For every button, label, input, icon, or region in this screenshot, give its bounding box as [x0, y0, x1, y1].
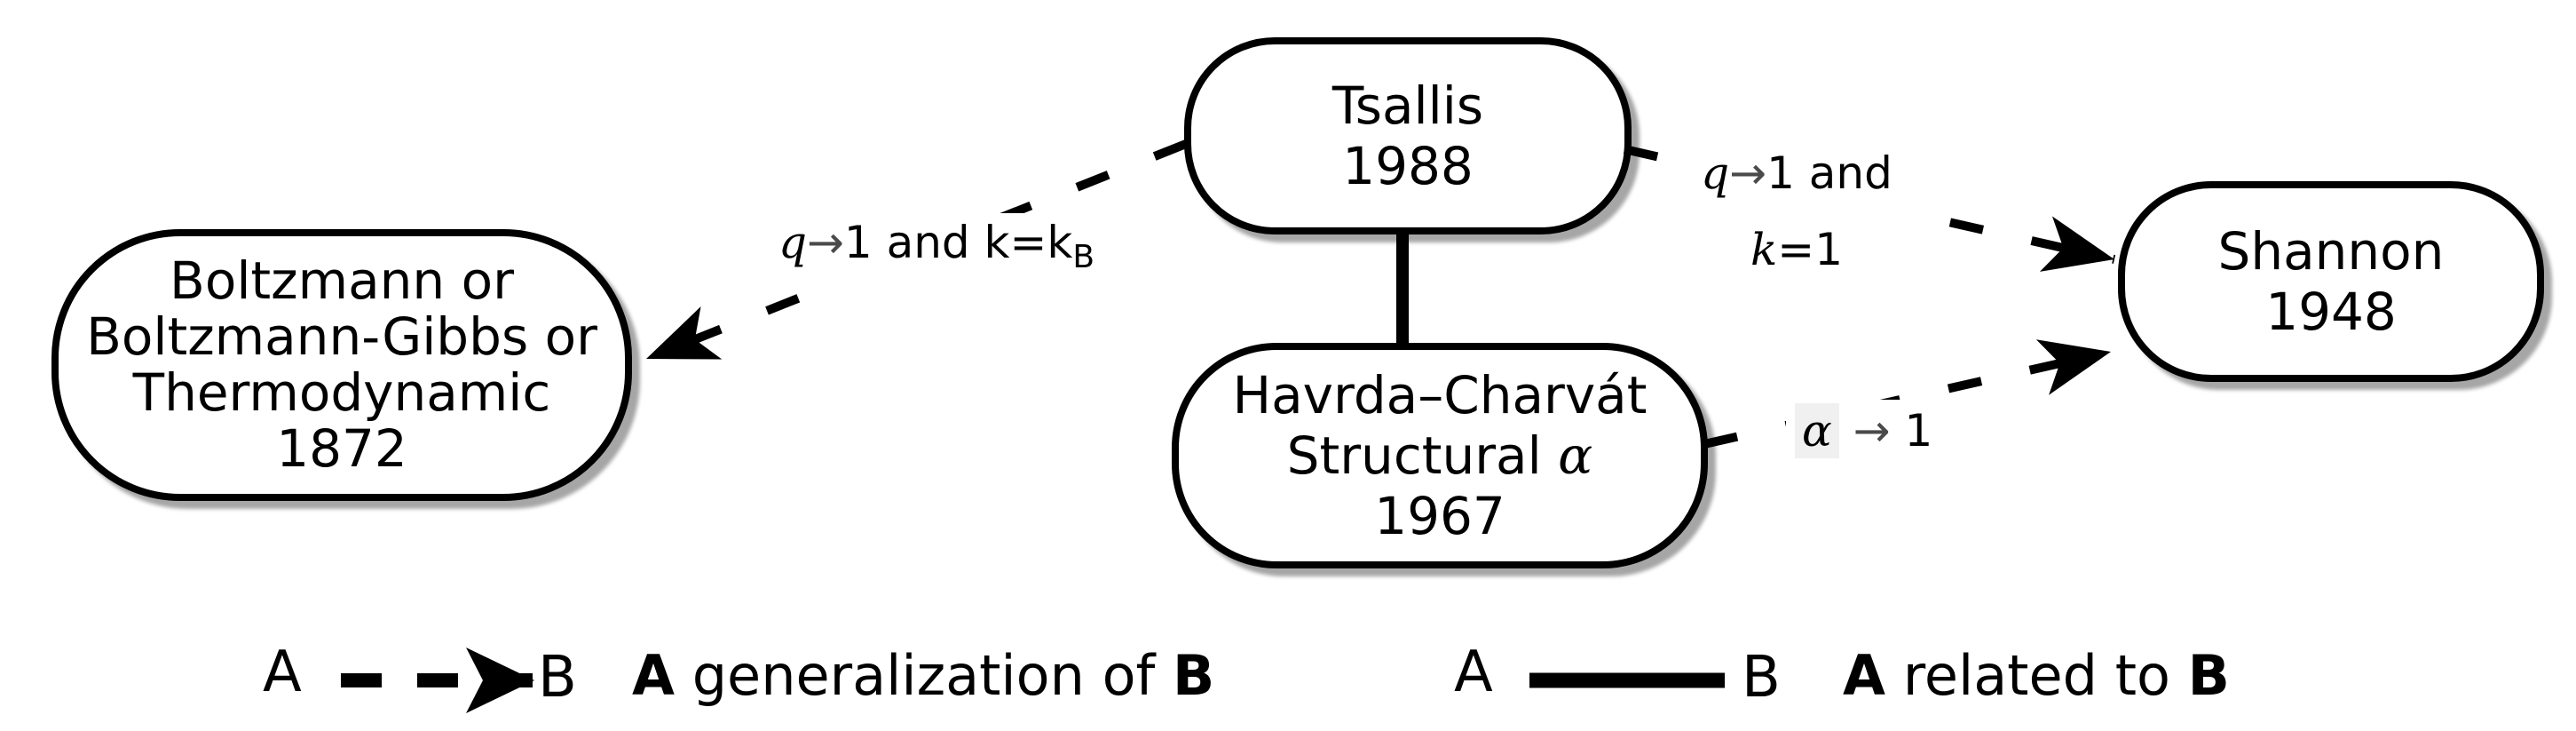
edge-label-text: 1 and k=k	[843, 217, 1073, 268]
var-alpha: α	[1795, 403, 1839, 458]
legend-related-desc: A related to B	[1843, 645, 2230, 707]
edge-label-line2: k=1	[1667, 211, 1926, 288]
node-boltzmann-year: 1872	[276, 418, 407, 479]
legend-desc-text: related to	[1885, 643, 2188, 708]
legend-desc-b: B	[2187, 643, 2230, 708]
legend-desc-b: B	[1173, 643, 1215, 708]
node-havrda-subtitle: Structural α	[1287, 425, 1593, 486]
legend-related-b: B	[1742, 645, 1781, 711]
node-shannon-1948: Shannon 1948	[2118, 181, 2544, 382]
limit-arrow: →	[1729, 147, 1767, 199]
node-shannon-year: 1948	[2265, 282, 2397, 342]
subscript-b: B	[1072, 239, 1095, 275]
node-boltzmann-line2: Boltzmann-Gibbs or	[86, 306, 597, 367]
edge-label-q-to-1-k-kb: q→1 and k=kB	[737, 213, 1136, 287]
legend-generalization-a: A	[263, 640, 302, 705]
legend-generalization-b: B	[538, 645, 577, 711]
edge-tsallis-to-boltzmann	[644, 139, 1188, 363]
node-tsallis-year: 1988	[1342, 136, 1474, 196]
legend-desc-a: A	[632, 643, 675, 708]
edge-havrda-to-shannon	[1703, 339, 2113, 449]
legend-desc-a: A	[1843, 643, 1885, 708]
node-boltzmann-line3: Thermodynamic	[132, 362, 551, 423]
node-havrda-name: Havrda–Charvát	[1232, 365, 1648, 425]
edge-label-alpha-to-1: α → 1	[1786, 400, 1942, 462]
node-shannon-name: Shannon	[2217, 221, 2445, 282]
node-havrda-year: 1967	[1374, 486, 1505, 546]
edge-label-text: 1	[1904, 405, 1933, 457]
node-havrda-subtitle-text: Structural	[1286, 425, 1559, 486]
node-boltzmann-1872: Boltzmann or Boltzmann-Gibbs or Thermody…	[51, 229, 632, 501]
node-tsallis-1988: Tsallis 1988	[1184, 37, 1632, 234]
edge-label-q-to-1-k-1: q→1 and k=1	[1667, 133, 1926, 290]
var-k: k	[1750, 224, 1778, 275]
node-havrda-charvat-1967: Havrda–Charvát Structural α 1967	[1172, 343, 1708, 568]
var-q: q	[778, 217, 807, 268]
limit-arrow: →	[1838, 405, 1905, 457]
legend-desc-text: generalization of	[674, 643, 1173, 708]
limit-arrow: →	[806, 217, 844, 268]
legend-related-a: A	[1454, 640, 1493, 705]
edge-label-text: =1	[1777, 224, 1844, 275]
edge-label-line1: q→1 and	[1667, 135, 1926, 211]
node-tsallis-name: Tsallis	[1331, 75, 1484, 136]
edge-label-text: 1 and	[1766, 147, 1892, 199]
node-boltzmann-line1: Boltzmann or	[170, 250, 514, 311]
node-havrda-alpha-symbol: α	[1558, 425, 1593, 486]
var-q: q	[1701, 147, 1730, 199]
legend-generalization-desc: A generalization of B	[632, 645, 1214, 707]
